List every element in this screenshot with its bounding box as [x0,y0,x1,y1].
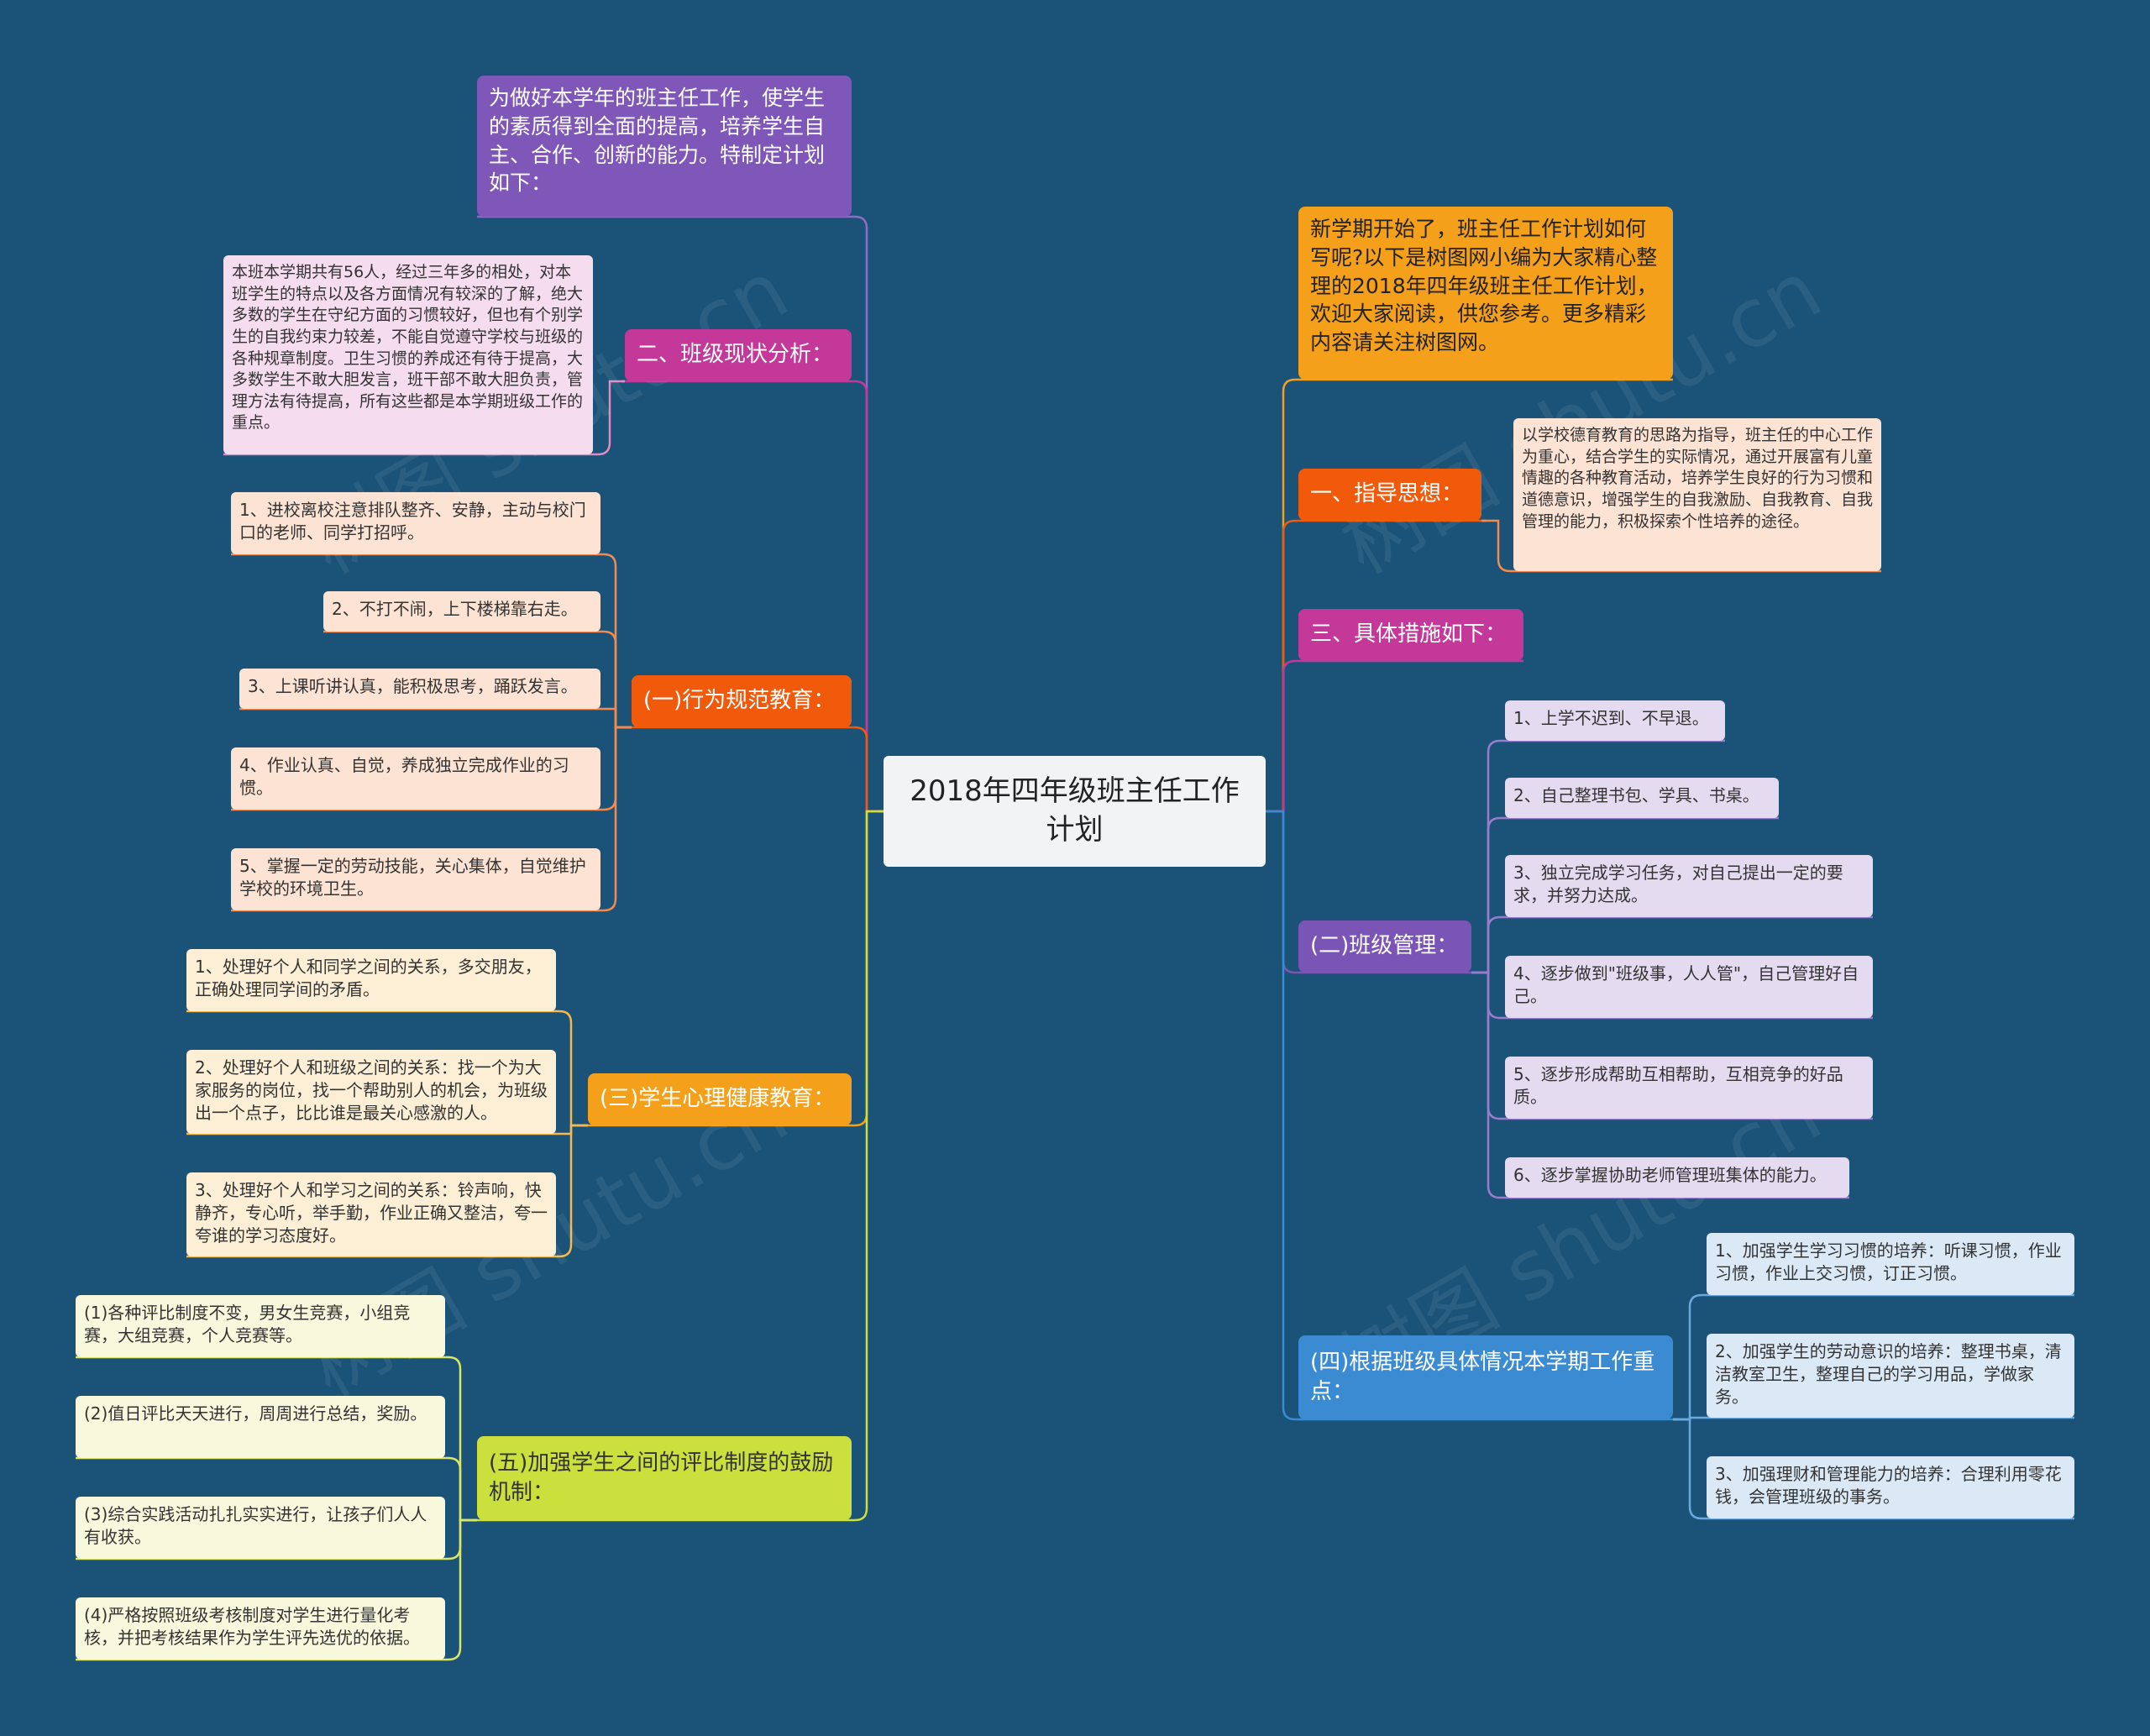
connector-line [1471,739,1505,974]
connector-line [852,380,884,813]
mental-health-item[interactable]: 2、处理好个人和班级之间的关系：找一个为大家服务的岗位，找一个帮助别人的机会，为… [186,1050,556,1134]
connector-line [556,1010,588,1127]
mental-health-item[interactable]: 1、处理好个人和同学之间的关系，多交朋友，正确处理同学间的矛盾。 [186,949,556,1011]
evaluation-item[interactable]: (2)值日评比天天进行，周周进行总结，奖励。 [76,1396,445,1458]
connector-line [1481,519,1513,573]
evaluation-item[interactable]: (4)严格按照班级考核制度对学生进行量化考核，并把考核结果作为学生评先选优的依据… [76,1597,445,1660]
behavior-item[interactable]: 3、上课听讲认真，能积极思考，踊跃发言。 [239,669,600,709]
connector-line [1266,810,1298,974]
management-item[interactable]: 4、逐步做到"班级事，人人管"，自己管理好自己。 [1505,956,1873,1018]
connector-line [852,810,884,1522]
connector-line [445,1456,477,1522]
mental-health-node[interactable]: (三)学生心理健康教育： [588,1073,852,1125]
behavior-education-node[interactable]: (一)行为规范教育： [632,675,852,727]
mental-health-item[interactable]: 3、处理好个人和学习之间的关系：铃声响，快静齐，专心听，举手勤，作业正确又整洁，… [186,1172,556,1256]
behavior-item[interactable]: 2、不打不闹，上下楼梯靠右走。 [323,591,600,632]
evaluation-item[interactable]: (3)综合实践活动扎扎实实进行，让孩子们人人有收获。 [76,1497,445,1559]
connector-line [1266,378,1298,813]
guiding-ideology-node[interactable]: 一、指导思想： [1298,469,1481,521]
behavior-item[interactable]: 1、进校离校注意排队整齐、安静，主动与校门口的老师、同学打招呼。 [231,492,600,554]
measures-node[interactable]: 三、具体措施如下： [1298,609,1523,661]
behavior-item[interactable]: 5、掌握一定的劳动技能，关心集体，自觉维护学校的环境卫生。 [231,848,600,910]
evaluation-item[interactable]: (1)各种评比制度不变，男女生竞赛，小组竞赛，大组竞赛，个人竞赛等。 [76,1295,445,1357]
connector-line [445,1518,477,1661]
root-topic[interactable]: 2018年四年级班主任工作计划 [884,756,1266,867]
intro-node-left[interactable]: 为做好本学年的班主任工作，使学生的素质得到全面的提高，培养学生自主、合作、创新的… [477,76,852,217]
work-focus-item[interactable]: 1、加强学生学习习惯的培养：听课习惯，作业习惯，作业上交习惯，订正习惯。 [1707,1233,2074,1295]
behavior-item[interactable]: 4、作业认真、自觉，养成独立完成作业的习惯。 [231,747,600,810]
connector-line [1471,816,1505,974]
connector-line [1471,915,1505,974]
class-status-node[interactable]: 二、班级现状分析： [625,329,852,381]
connector-line [600,630,632,729]
work-focus-item[interactable]: 2、加强学生的劳动意识的培养：整理书桌，清洁教室卫生，整理自己的学习用品，学做家… [1707,1334,2074,1418]
connector-line [600,707,632,729]
work-focus-node[interactable]: (四)根据班级具体情况本学期工作重点： [1298,1335,1673,1419]
connector-line [1266,519,1298,813]
management-item[interactable]: 2、自己整理书包、学具、书桌。 [1505,778,1779,818]
connector-line [600,553,632,729]
connector-line [600,726,632,912]
management-item[interactable]: 5、逐步形成帮助互相帮助，互相竞争的好品质。 [1505,1057,1873,1119]
class-status-detail[interactable]: 本班本学期共有56人，经过三年多的相处，对本班学生的特点以及各方面情况有较深的了… [223,255,593,454]
intro-node-right[interactable]: 新学期开始了，班主任工作计划如何写呢?以下是树图网小编为大家精心整理的2018年… [1298,207,1673,380]
connector-line [852,726,884,813]
work-focus-item[interactable]: 3、加强理财和管理能力的培养：合理利用零花钱，会管理班级的事务。 [1707,1456,2074,1518]
connector-line [1471,971,1505,1199]
management-item[interactable]: 3、独立完成学习任务，对自己提出一定的要求，并努力达成。 [1505,855,1873,917]
connector-line [556,1124,588,1258]
connector-line [852,215,884,813]
connector-line [1266,810,1298,1421]
connector-line [593,380,625,456]
connector-line [1266,659,1298,813]
connector-line [1673,1418,1707,1520]
evaluation-node[interactable]: (五)加强学生之间的评比制度的鼓励机制： [477,1436,852,1520]
class-management-node[interactable]: (二)班级管理： [1298,920,1471,973]
connector-line [445,1356,477,1522]
guiding-ideology-detail[interactable]: 以学校德育教育的思路为指导，班主任的中心工作为重心，结合学生的实际情况，通过开展… [1513,418,1881,571]
management-item[interactable]: 6、逐步掌握协助老师管理班集体的能力。 [1505,1157,1849,1198]
management-item[interactable]: 1、上学不迟到、不早退。 [1505,700,1725,741]
connector-line [1673,1293,1707,1421]
